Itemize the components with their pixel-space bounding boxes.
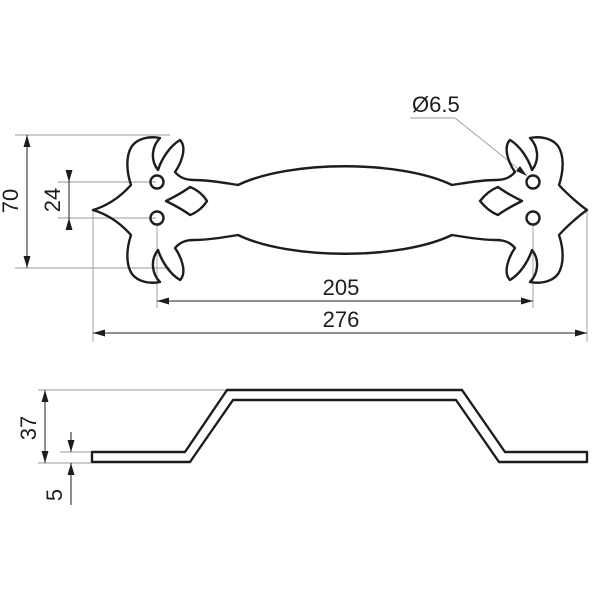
mounting-hole-bottom-right [525,210,541,226]
handle-side-profile [90,388,589,464]
mounting-hole-top-right [525,174,541,190]
dimension-overall-length: 276 [93,307,587,337]
hole-diameter-label: Ø6.5 [412,92,460,117]
mounting-hole-top-left [149,174,165,190]
overall-height-label: 70 [0,189,23,213]
thickness-label: 5 [42,489,67,501]
right-diamond-cutout [478,185,524,217]
left-diamond-cutout [164,185,209,217]
total-height-label: 37 [16,416,41,440]
dimension-thickness: 5 [42,432,75,505]
hole-diameter-leader-arrow [516,166,527,176]
dimension-hole-spacing-horizontal: 205 [157,275,533,305]
side-view-extension-lines [38,389,230,464]
handle-outline [91,136,589,284]
top-view: Ø6.5 70 24 205 276 [0,92,589,342]
overall-length-label: 276 [323,307,360,332]
hole-spacing-vertical-label: 24 [40,188,65,212]
dimension-hole-spacing-vertical: 24 [40,170,73,230]
dimension-total-height: 37 [16,390,49,463]
top-view-extension-lines [15,117,588,342]
mounting-hole-bottom-left [149,210,165,226]
dimension-overall-height: 70 [0,135,31,268]
hole-spacing-horizontal-label: 205 [323,275,360,300]
side-view: 37 5 [16,388,589,505]
